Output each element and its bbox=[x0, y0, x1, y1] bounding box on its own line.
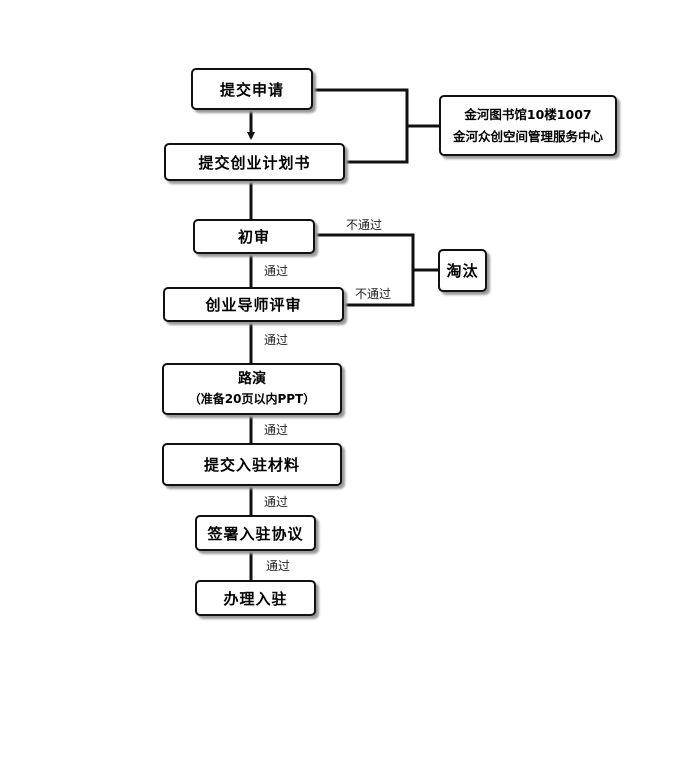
connector-fail bbox=[314, 233, 439, 307]
edge-label-pass-4: 通过 bbox=[264, 495, 289, 509]
node-eliminated: 淘汰 bbox=[438, 249, 487, 292]
connector-to-location bbox=[313, 88, 440, 164]
node-roadshow: 路演 （准备20页以内PPT） bbox=[162, 363, 342, 415]
location-line-1: 金河图书馆10楼1007 bbox=[464, 106, 592, 122]
node-label: 初审 bbox=[237, 228, 270, 246]
node-submit-materials: 提交入驻材料 bbox=[162, 443, 342, 486]
node-complete-entry: 办理入驻 bbox=[195, 580, 316, 616]
node-label: 办理入驻 bbox=[223, 589, 288, 608]
node-label: 创业导师评审 bbox=[205, 296, 302, 314]
edge-label-pass-2: 通过 bbox=[264, 333, 289, 347]
edge-label-fail-2: 不通过 bbox=[355, 287, 392, 301]
node-label: 提交申请 bbox=[219, 80, 284, 99]
edge-label-pass-1: 通过 bbox=[264, 264, 289, 278]
node-label: 签署入驻协议 bbox=[207, 524, 304, 543]
node-sign-agreement: 签署入驻协议 bbox=[195, 515, 316, 551]
node-submit-business-plan: 提交创业计划书 bbox=[164, 143, 345, 181]
node-location: 金河图书馆10楼1007 金河众创空间管理服务中心 bbox=[439, 95, 617, 156]
node-label: 提交入驻材料 bbox=[203, 456, 300, 474]
node-mentor-review: 创业导师评审 bbox=[163, 287, 344, 322]
node-label: 淘汰 bbox=[446, 262, 479, 280]
location-line-2: 金河众创空间管理服务中心 bbox=[452, 128, 603, 144]
node-label: 提交创业计划书 bbox=[198, 153, 311, 172]
edge-label-pass-3: 通过 bbox=[264, 423, 289, 437]
node-preliminary-review: 初审 bbox=[193, 219, 315, 254]
roadshow-title: 路演 bbox=[238, 371, 266, 387]
edge-label-pass-5: 通过 bbox=[266, 559, 291, 573]
roadshow-note: （准备20页以内PPT） bbox=[188, 392, 316, 406]
edge-label-fail-1: 不通过 bbox=[346, 218, 383, 232]
node-submit-application: 提交申请 bbox=[191, 68, 313, 110]
